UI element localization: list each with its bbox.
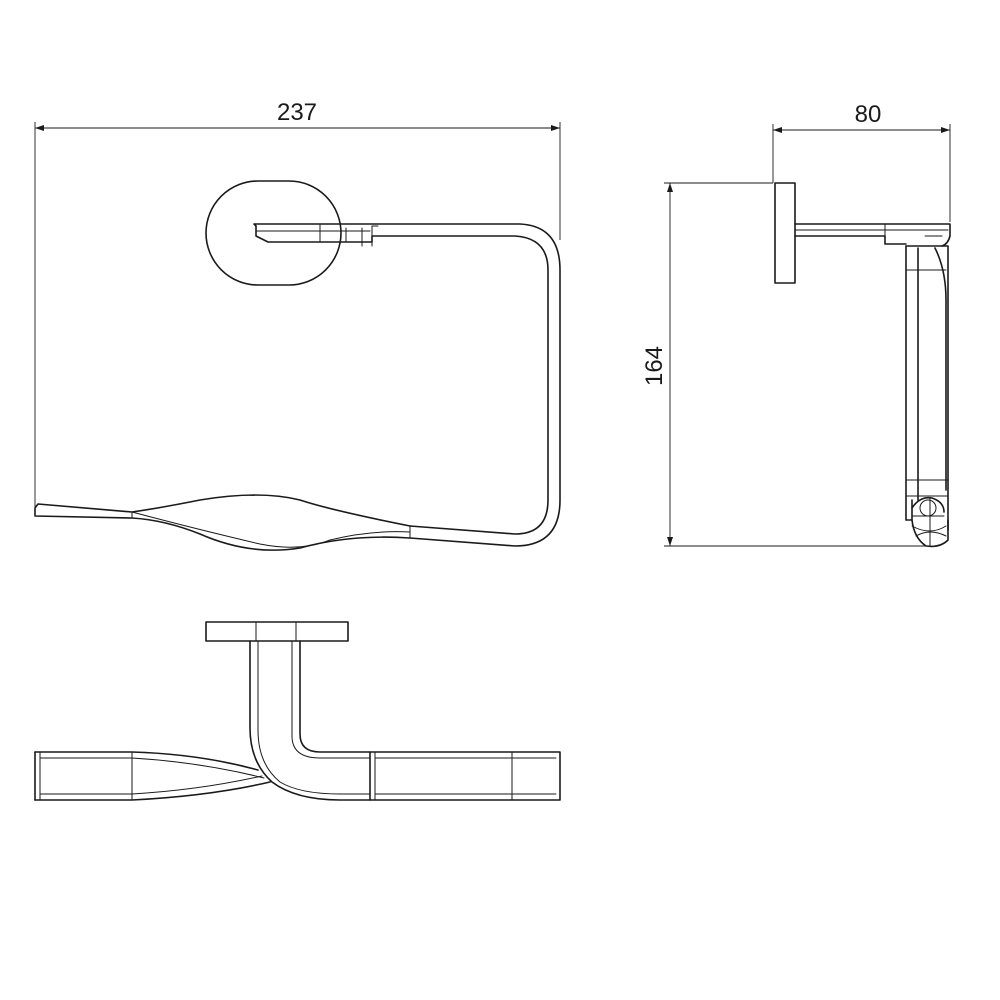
dimension-width: 237 <box>34 99 561 515</box>
dimension-label-depth: 80 <box>855 101 882 128</box>
dimension-label-height: 164 <box>641 346 668 386</box>
wall-rosette <box>205 180 342 286</box>
towel-ring-front <box>34 223 561 551</box>
top-view <box>34 621 561 801</box>
wall-rosette-top <box>205 621 349 642</box>
towel-ring-side <box>794 223 951 548</box>
wall-rosette-side <box>774 182 796 284</box>
towel-ring-top <box>34 640 561 801</box>
dimension-height: 164 <box>641 182 930 547</box>
dimension-label-width: 237 <box>277 99 317 126</box>
front-view: 237 <box>34 99 561 551</box>
dimension-depth: 80 <box>772 101 951 222</box>
side-view: 80 164 <box>641 101 951 548</box>
